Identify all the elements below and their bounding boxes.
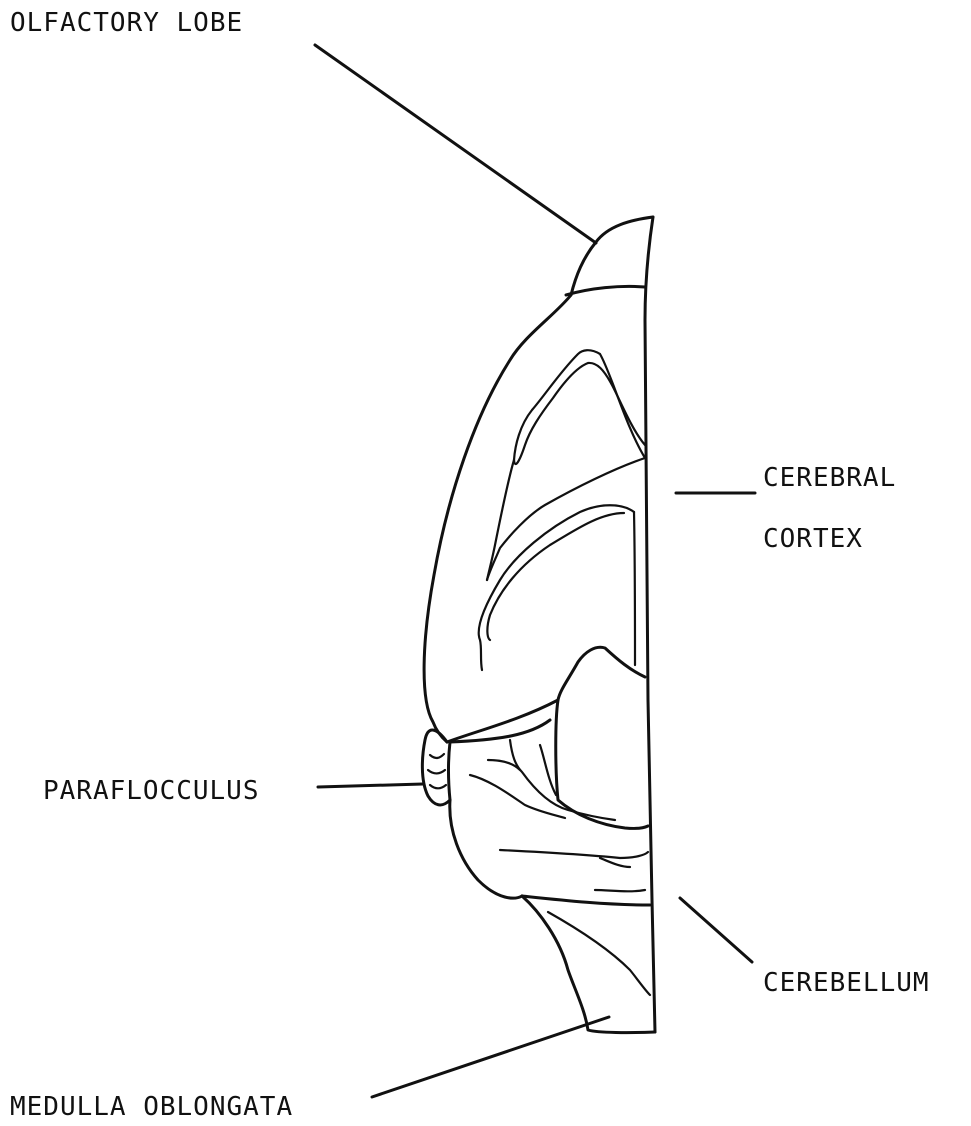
cerebellum-leader-line xyxy=(680,898,752,962)
olfactory-lobe xyxy=(571,217,653,295)
paraflocculus xyxy=(422,730,450,805)
cerebellum-folium-2 xyxy=(540,745,556,795)
cerebrum-outer-contour xyxy=(424,295,571,742)
paraflocculus-folia-1 xyxy=(430,754,444,758)
medulla-oblongata xyxy=(522,896,655,1033)
paraflocculus-label: PARAFLOCCULUS xyxy=(43,778,260,804)
olfactory-lobe-boundary xyxy=(566,286,645,295)
midline xyxy=(645,217,655,1032)
cerebellum-upper-contour xyxy=(449,742,451,800)
cerebellum-folium-7 xyxy=(595,890,645,891)
cerebral-cortex-label-line2: CORTEX xyxy=(763,526,863,552)
cerebrum-cerebellum-junction xyxy=(447,700,558,742)
cerebellum-folium-6 xyxy=(600,858,630,867)
medulla-oblongata-label: MEDULLA OBLONGATA xyxy=(10,1094,293,1120)
olfactory-lobe-leader-line xyxy=(315,45,596,243)
cortex-gyrus-middle-lower xyxy=(487,513,624,640)
cortex-gyrus-middle-outer xyxy=(479,505,634,670)
paraflocculus-folia-2 xyxy=(428,770,445,773)
paraflocculus-leader-line xyxy=(318,784,423,787)
olfactory-lobe-label: OLFACTORY LOBE xyxy=(10,10,243,36)
caudal-cortex-block xyxy=(556,647,648,828)
cerebellum-folium-1 xyxy=(510,740,615,820)
paraflocculus-folia-3 xyxy=(430,785,446,788)
cerebellum-folium-5 xyxy=(500,850,648,858)
cerebellum-lower-boundary xyxy=(522,896,650,905)
cerebral-cortex-label-line1: CEREBRAL xyxy=(763,465,896,491)
cortex-gyrus-middle-inner xyxy=(634,512,635,665)
cortex-gyrus-upper-inner xyxy=(514,363,645,464)
cerebellum-label: CEREBELLUM xyxy=(763,970,930,996)
cortex-gyrus-upper-left-stem xyxy=(487,460,514,580)
medulla-oblongata-leader-line xyxy=(372,1017,609,1097)
